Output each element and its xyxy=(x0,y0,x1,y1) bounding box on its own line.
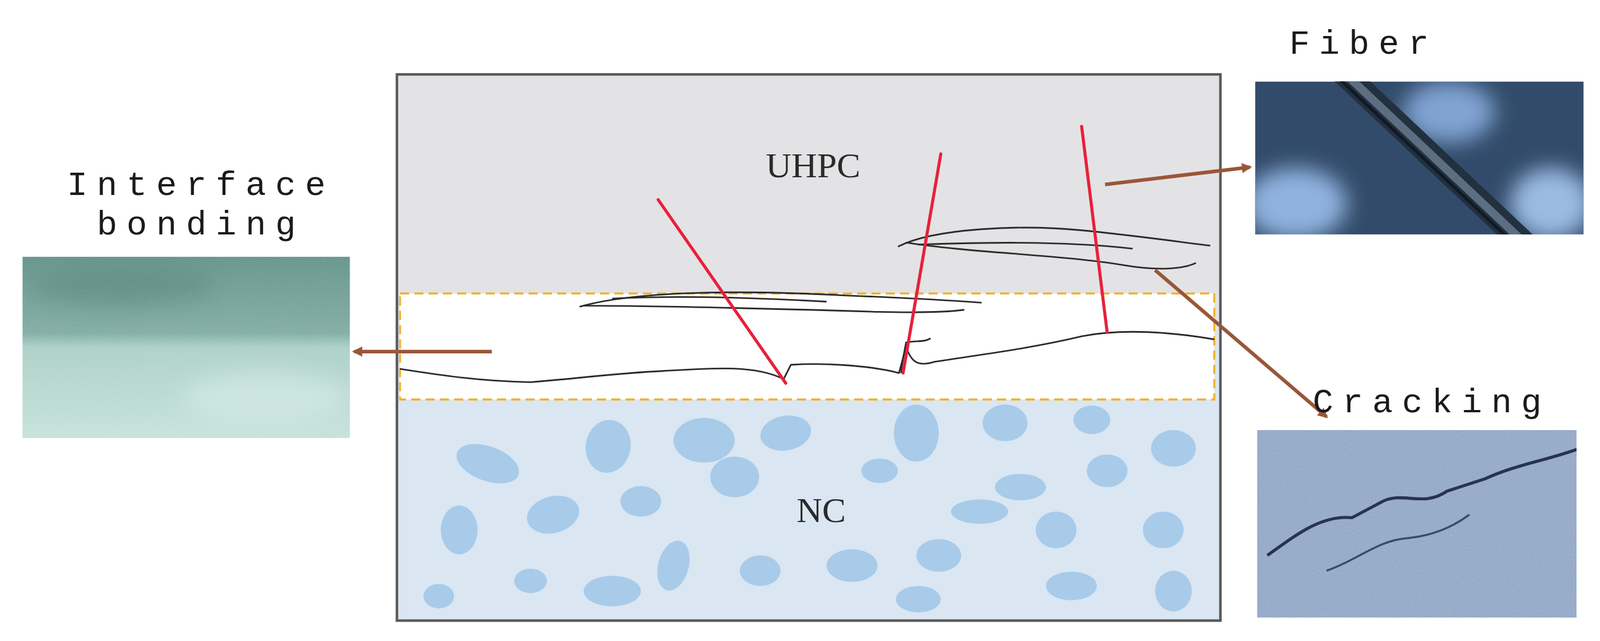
aggregate xyxy=(522,490,584,540)
specimen-outline xyxy=(397,74,1221,621)
photo-panel: Cracking xyxy=(1257,430,1577,619)
photo-ground xyxy=(22,256,350,439)
aggregate xyxy=(982,405,1028,442)
cracking-photo xyxy=(1257,430,1577,619)
photo-panel: Interface bonding xyxy=(22,256,351,439)
fiber-line xyxy=(658,199,786,384)
upper-crack xyxy=(579,292,982,307)
aggregate xyxy=(916,539,961,573)
aggregate xyxy=(1142,512,1184,549)
aggregate xyxy=(861,458,898,484)
aggregate xyxy=(739,555,781,586)
region-label: UHPC xyxy=(765,145,861,185)
aggregate xyxy=(581,416,635,477)
aggregate xyxy=(896,586,941,613)
aggregate xyxy=(620,486,661,517)
aggregates xyxy=(423,405,1196,614)
upper-crack xyxy=(918,243,1133,249)
aggregate xyxy=(995,474,1047,501)
photo-grain xyxy=(22,256,350,439)
aggregate xyxy=(1046,572,1097,601)
pointer-arrow xyxy=(354,350,493,354)
aggregate xyxy=(757,412,814,455)
aggregate xyxy=(1073,405,1111,435)
photo-crack xyxy=(1267,448,1577,556)
aggregate xyxy=(1086,454,1128,488)
aggregate xyxy=(423,584,454,609)
pointer-arrow xyxy=(1155,270,1328,418)
fiber-line xyxy=(903,153,941,374)
fiber-photo xyxy=(1254,81,1584,235)
pointer-arrow xyxy=(1105,167,1250,185)
interface-photo xyxy=(22,256,350,439)
fibers xyxy=(658,126,1108,384)
aggregate xyxy=(710,456,760,498)
pointer-arrows xyxy=(354,167,1327,418)
fiber-line xyxy=(1081,126,1108,333)
cracks xyxy=(400,227,1215,383)
aggregate xyxy=(826,549,878,583)
aggregate xyxy=(1155,571,1192,612)
aggregate xyxy=(673,418,735,463)
photo-glow xyxy=(1254,168,1347,235)
aggregate xyxy=(951,499,1009,525)
aggregate xyxy=(1035,512,1077,549)
photo-grain xyxy=(1257,430,1577,619)
nc-region: NC xyxy=(395,400,1222,623)
aggregate xyxy=(1150,430,1196,467)
photo-panel: Fiber xyxy=(1254,81,1584,235)
upper-crack xyxy=(583,306,965,313)
aggregate xyxy=(652,537,696,595)
region-label: NC xyxy=(796,490,846,530)
uhpc-region: UHPC xyxy=(395,73,1222,294)
photo-crack xyxy=(1326,515,1470,572)
aggregate xyxy=(514,568,548,594)
aggregate xyxy=(440,505,478,556)
aggregate xyxy=(893,405,939,463)
panel-heading: Interface bonding xyxy=(52,166,350,246)
interface-zone xyxy=(400,293,1215,400)
upper-crack xyxy=(612,297,827,303)
photo-fiber xyxy=(1336,81,1521,235)
interface-crack xyxy=(400,331,1215,383)
photo-ground xyxy=(1257,430,1577,619)
upper-crack xyxy=(905,242,1196,269)
photo-fiber xyxy=(1344,81,1529,235)
aggregate xyxy=(583,576,641,607)
aggregate xyxy=(450,436,525,492)
panel-heading: Cracking xyxy=(1312,383,1551,424)
panel-heading: Fiber xyxy=(1289,25,1439,65)
